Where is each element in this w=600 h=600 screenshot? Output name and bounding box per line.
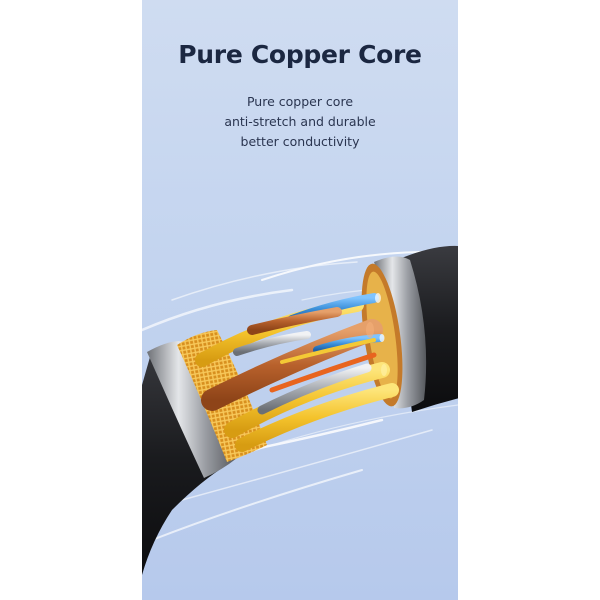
- feature-line-2: anti-stretch and durable: [224, 114, 376, 129]
- wire-highlights: [366, 293, 387, 376]
- page-title: Pure Copper Core: [178, 40, 422, 69]
- inner-wires: [195, 293, 399, 452]
- metal-ring-left: [147, 341, 237, 478]
- feature-line-1: Pure copper core: [246, 94, 354, 109]
- feature-line-3: better conductivity: [240, 134, 360, 149]
- product-banner: Pure Copper Core Pure copper core anti-s…: [142, 0, 458, 600]
- cable-illustration: [142, 245, 458, 575]
